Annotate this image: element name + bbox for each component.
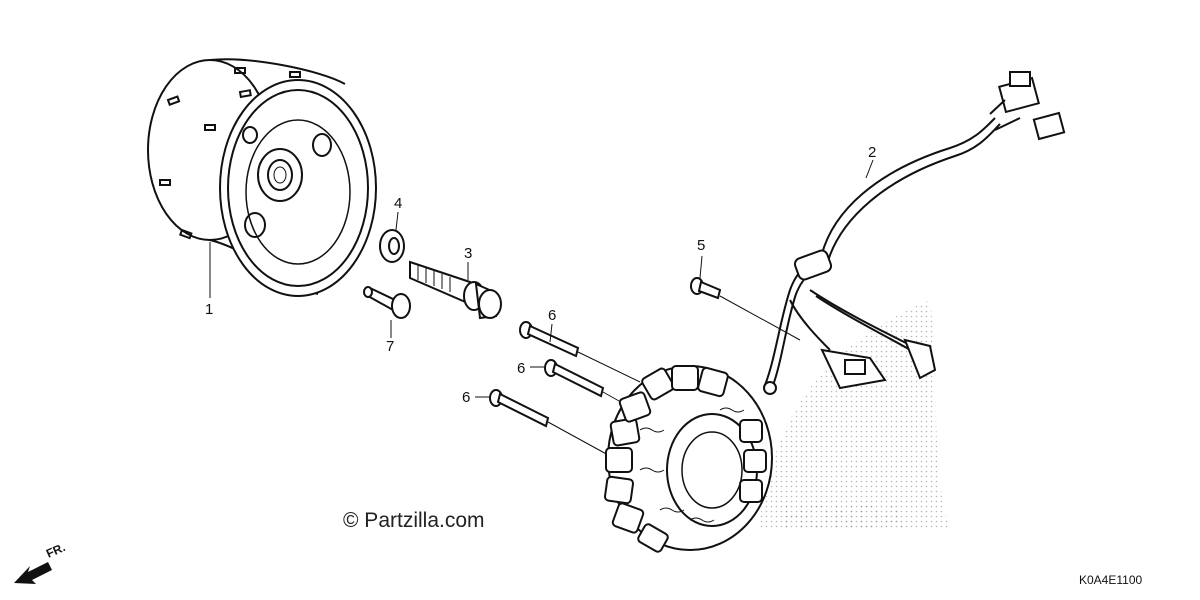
svg-text:HONDA: HONDA [780, 498, 905, 536]
stator-bolts [489, 321, 605, 428]
leader-line-4 [395, 211, 399, 231]
callout-2: 2 [868, 144, 877, 161]
partzilla-watermark: © Partzilla.com [343, 509, 485, 532]
front-direction-arrow [14, 562, 52, 584]
diagram-code: K0A4E1100 [1079, 573, 1143, 587]
callout-6-middle: 6 [517, 360, 526, 377]
washer [379, 229, 405, 263]
callout-3: 3 [464, 245, 473, 262]
callout-6-top: 6 [548, 307, 557, 324]
small-bolt [690, 277, 722, 300]
callout-7: 7 [386, 338, 395, 355]
leader-line-5-dashed [719, 295, 801, 341]
wire-harness [763, 71, 1066, 395]
flywheel-rotor [147, 58, 377, 297]
brand-wing-watermark: HONDA [760, 300, 950, 536]
callout-5: 5 [697, 237, 706, 254]
stator-coil [603, 365, 773, 553]
callout-6-bottom: 6 [462, 389, 471, 406]
callout-4: 4 [394, 195, 403, 212]
callout-1: 1 [205, 301, 214, 318]
leader-line-5 [699, 255, 703, 279]
small-flange-bolt [363, 286, 411, 319]
leader-line-2 [865, 159, 874, 179]
flywheel-bolt [409, 260, 502, 320]
